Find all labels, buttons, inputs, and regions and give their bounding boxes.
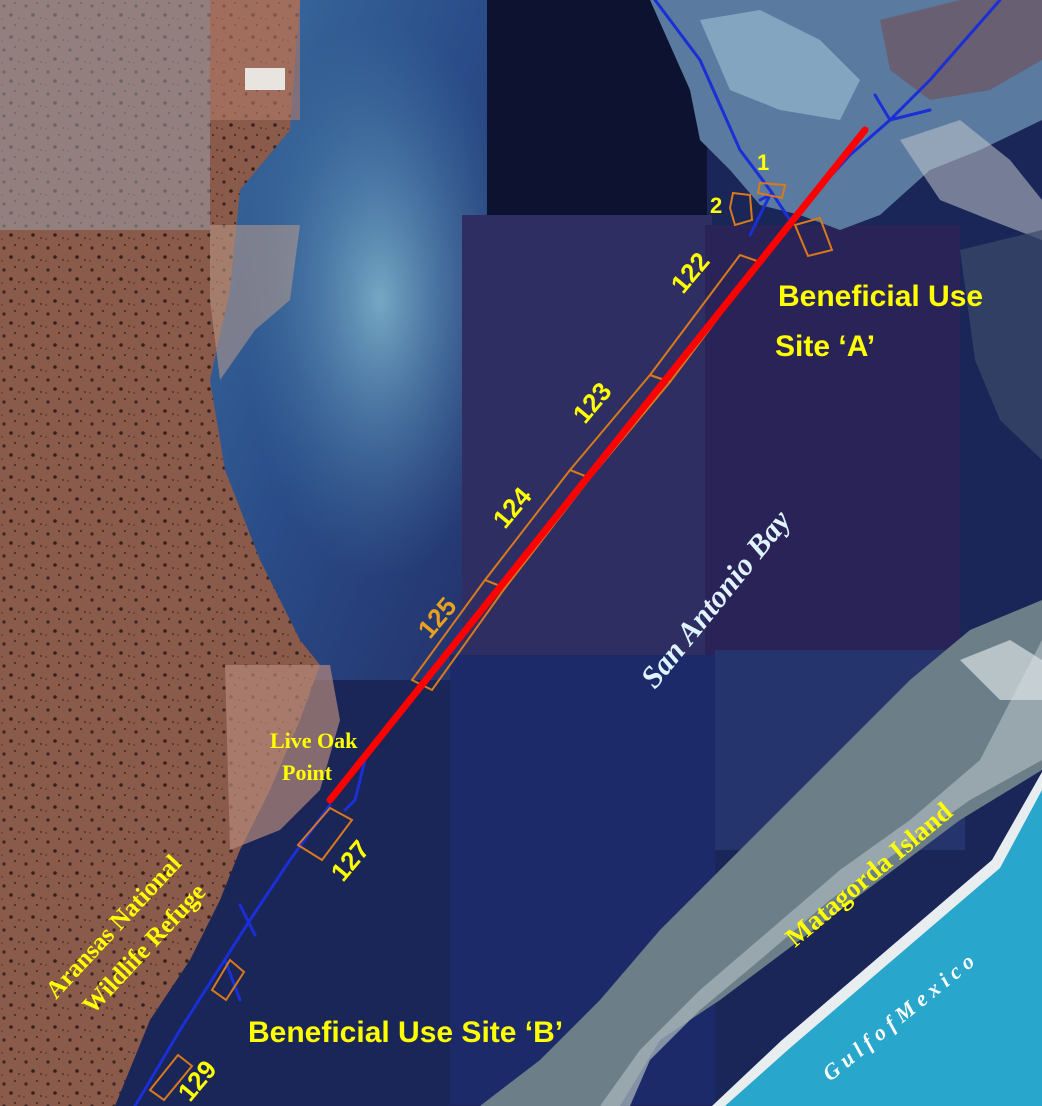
- placement-area-2: [728, 191, 754, 227]
- site-b-label: Beneficial Use Site ‘B’: [248, 1016, 563, 1049]
- shoreline: [210, 225, 300, 380]
- marsh-island: [880, 0, 1042, 100]
- live-oak-label-line1: Live Oak: [270, 728, 358, 753]
- marsh-island: [960, 230, 1042, 460]
- mosaic-tile: [705, 225, 960, 655]
- waterway-branch: [223, 958, 242, 1002]
- waterway-branch: [343, 758, 367, 812]
- matagorda-island-dunes: [600, 640, 1042, 1106]
- marsh-island: [700, 10, 860, 120]
- placement-area-1: [756, 181, 787, 200]
- waterway-branch: [238, 903, 257, 937]
- channel-reach-line: [326, 126, 869, 804]
- site-a-label-line2: Site ‘A’: [775, 330, 875, 363]
- placement-area-125: [410, 578, 507, 692]
- shallow-water: [240, 20, 520, 580]
- placement-area-site-a: [793, 216, 834, 258]
- segment-2-label: 2: [710, 193, 722, 218]
- waterway-north: [653, 0, 792, 222]
- live-oak-label-line2: Point: [282, 760, 333, 785]
- farmland: [210, 0, 300, 120]
- live-oak-peninsula: [225, 665, 340, 850]
- waterway-branch: [888, 108, 932, 122]
- placement-area-site-b: [210, 958, 246, 1002]
- waterway-south: [133, 803, 332, 1106]
- sand-flat: [960, 640, 1042, 700]
- site-a-label-line1: Beneficial Use: [778, 280, 983, 313]
- segment-1-label: 1: [757, 150, 769, 175]
- farmland-patch: [245, 68, 285, 90]
- farmland: [0, 0, 210, 230]
- placement-area-129: [148, 1053, 194, 1102]
- placement-area-127: [296, 806, 354, 862]
- gulf-water: [720, 780, 1042, 1106]
- matagorda-island-land: [480, 600, 1042, 1106]
- waterway-branch: [873, 93, 892, 122]
- marsh-island: [900, 120, 1042, 240]
